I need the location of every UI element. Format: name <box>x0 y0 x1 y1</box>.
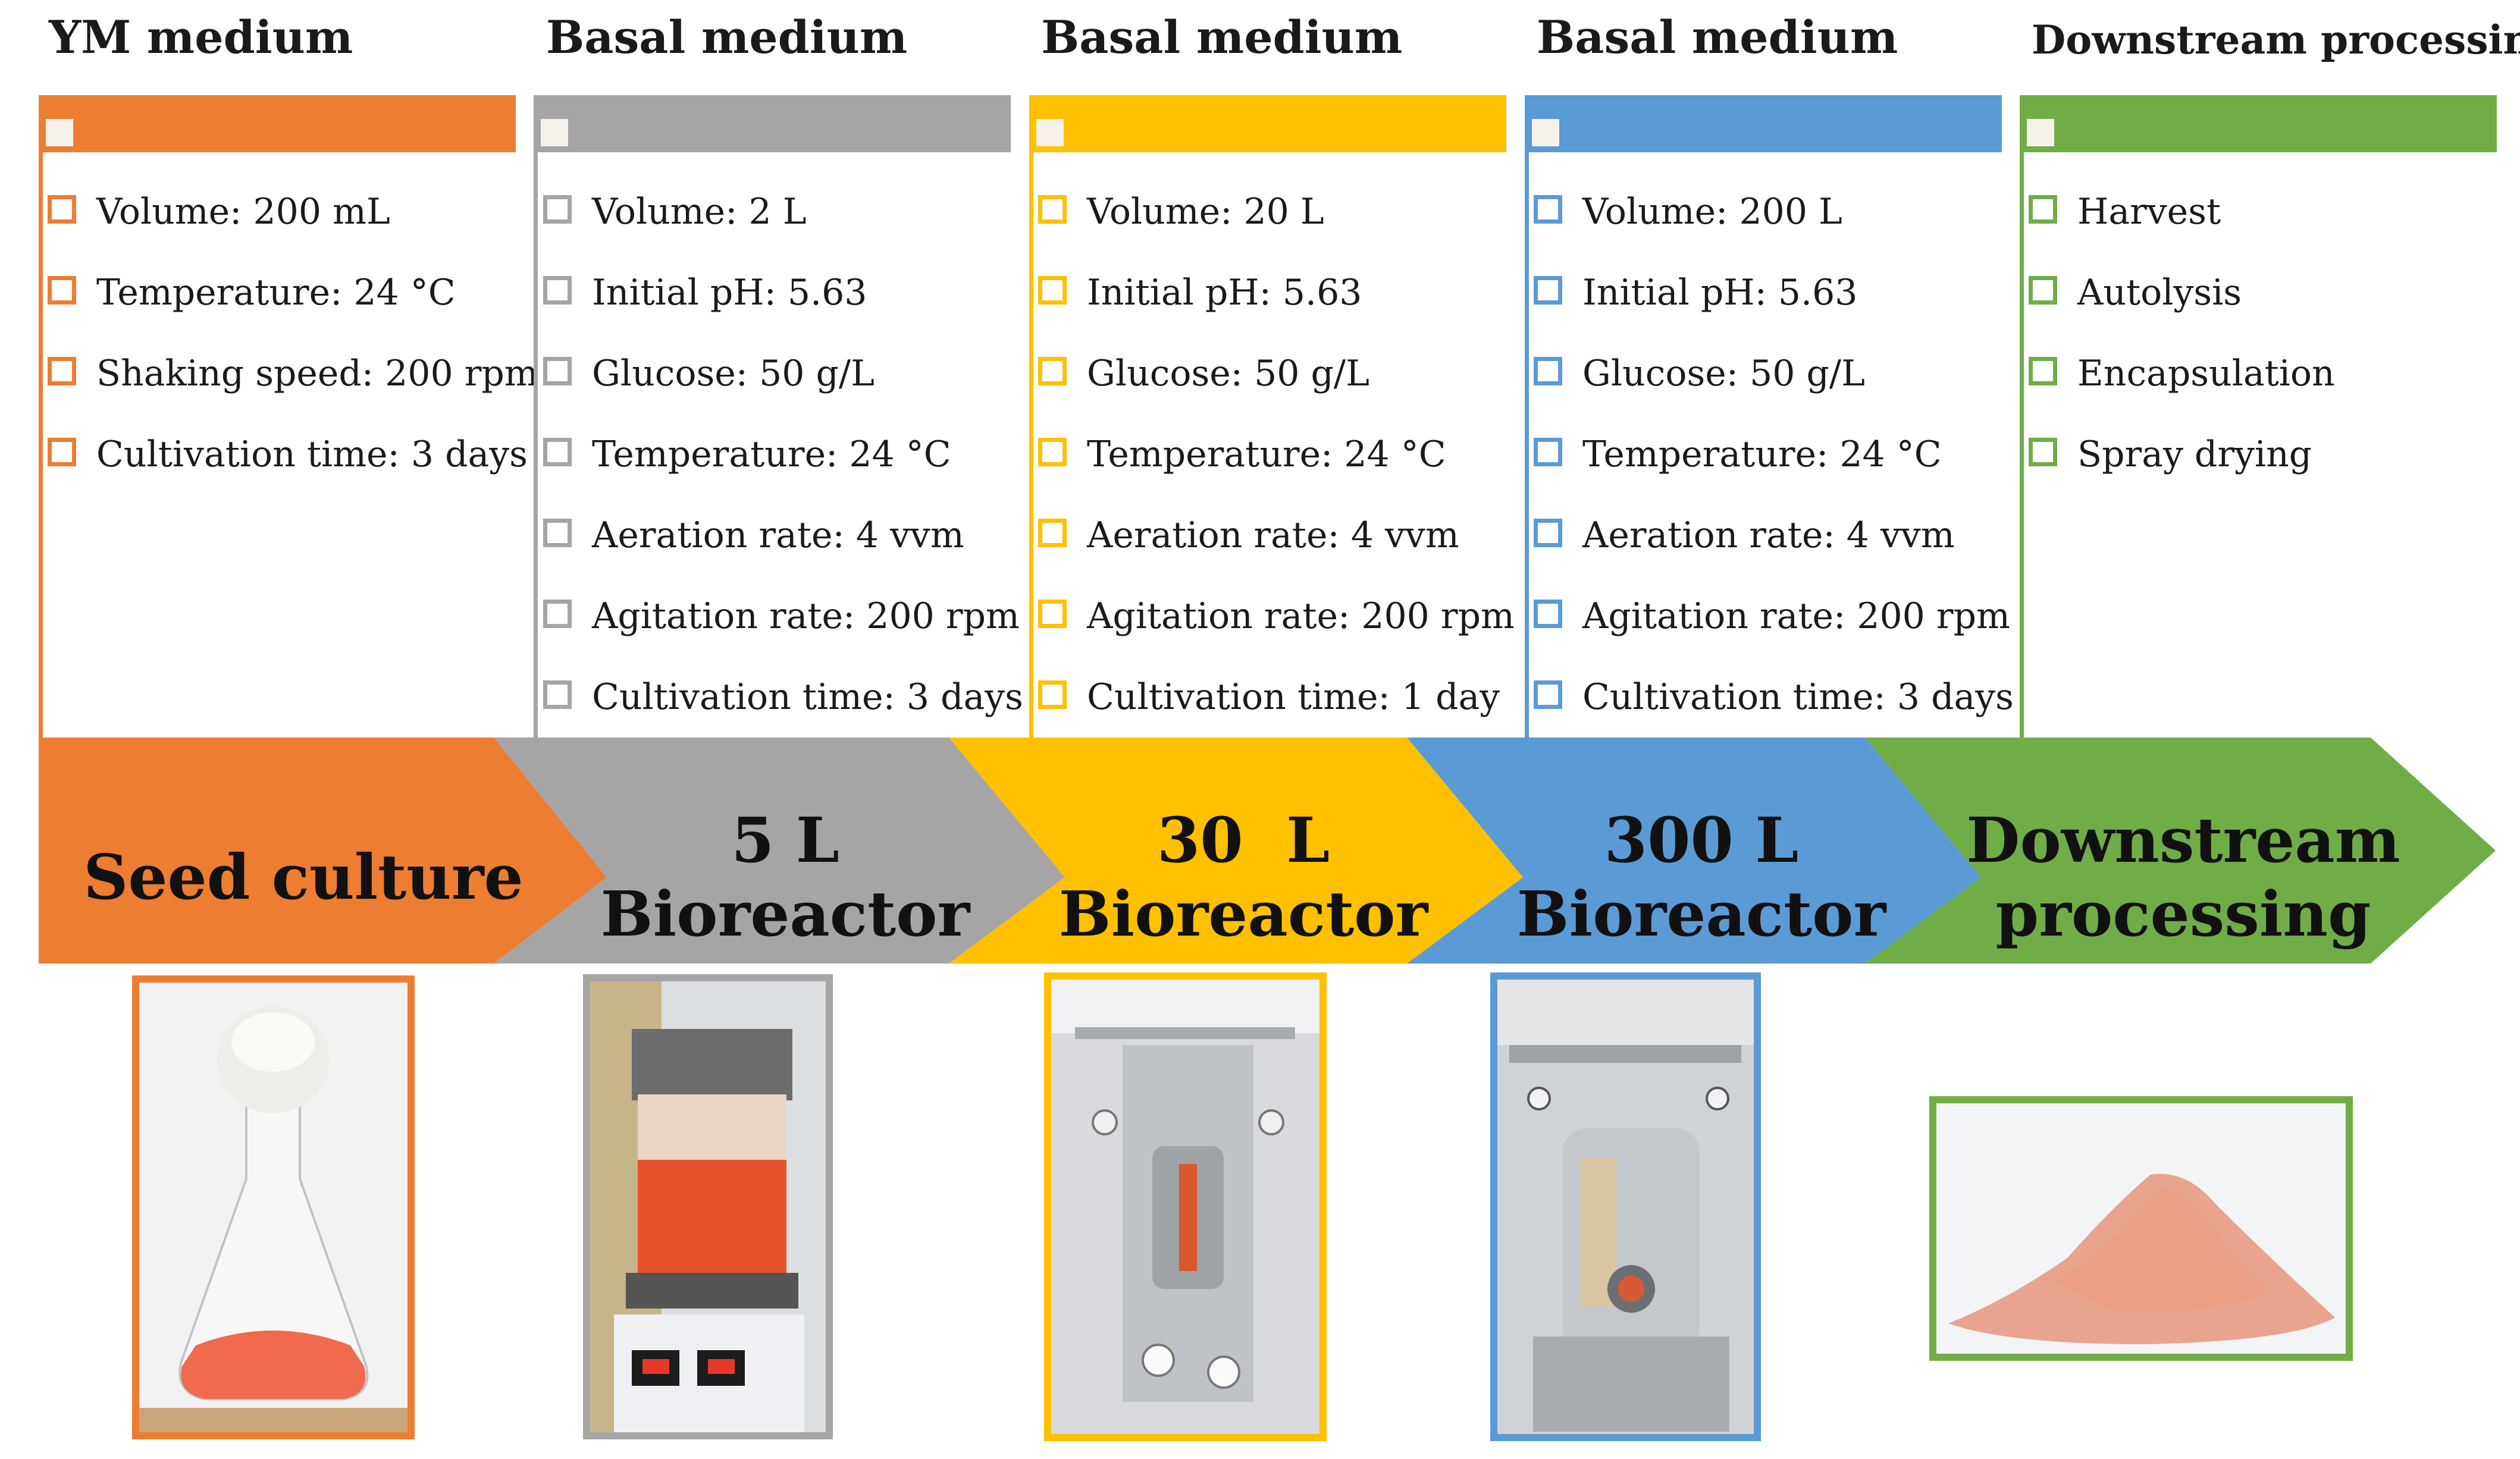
bioreactor-30l-photo <box>1044 972 1327 1441</box>
arrow-30l-bioreactor <box>949 738 1523 964</box>
checkbox-icon <box>48 438 76 466</box>
checkbox-icon <box>1038 680 1067 709</box>
list-item: Cultivation time: 1 day <box>1038 676 1515 757</box>
list-item: Temperature: 24 °C <box>48 271 538 352</box>
checkbox-icon <box>1038 600 1067 628</box>
checkbox-icon <box>543 276 572 305</box>
checkbox-icon <box>1534 276 1562 305</box>
column-rule <box>39 95 43 739</box>
list-item: Agitation rate: 200 rpm <box>1534 595 2014 676</box>
list-item: Initial pH: 5.63 <box>543 271 1023 352</box>
parameter-list: Volume: 20 L Initial pH: 5.63 Glucose: 5… <box>1038 190 1515 757</box>
checkbox-icon <box>543 438 572 466</box>
column-rule <box>534 95 538 739</box>
header-bar <box>2020 95 2497 152</box>
list-item: Temperature: 24 °C <box>1534 433 2014 514</box>
list-item: Volume: 20 L <box>1038 190 1515 271</box>
checkbox-icon <box>48 195 76 224</box>
checkbox-icon <box>543 600 572 628</box>
list-item: Aeration rate: 4 vvm <box>1038 514 1515 595</box>
header-bar <box>1525 95 2002 152</box>
medium-label: Basal medium <box>546 11 908 64</box>
checkbox-icon <box>2029 195 2057 224</box>
list-item: Initial pH: 5.63 <box>1038 271 1515 352</box>
checkbox-icon <box>1038 357 1067 385</box>
checkbox-icon <box>1534 357 1562 385</box>
checkbox-icon <box>1534 680 1562 709</box>
list-item: Shaking speed: 200 rpm <box>48 352 538 433</box>
medium-label: YM medium <box>49 11 353 64</box>
list-item: Agitation rate: 200 rpm <box>543 595 1023 676</box>
list-item: Glucose: 50 g/L <box>1534 352 2014 433</box>
list-item: Glucose: 50 g/L <box>1038 352 1515 433</box>
checkbox-icon <box>48 276 76 305</box>
checkbox-icon <box>1534 519 1562 547</box>
checkbox-icon <box>1038 438 1067 466</box>
arrow-seed-culture <box>39 738 607 964</box>
list-item: Agitation rate: 200 rpm <box>1038 595 1515 676</box>
checkbox-icon <box>543 195 572 224</box>
list-item: Aeration rate: 4 vvm <box>1534 514 2014 595</box>
checkbox-icon <box>2029 357 2057 385</box>
bioreactor-5l-photo <box>583 974 833 1439</box>
list-item: Volume: 200 mL <box>48 190 538 271</box>
list-item: Glucose: 50 g/L <box>543 352 1023 433</box>
bioreactor-300l-photo <box>1490 972 1761 1441</box>
checkbox-icon <box>543 519 572 547</box>
list-item: Spray drying <box>2029 433 2335 514</box>
checkbox-icon <box>543 680 572 709</box>
checkbox-icon <box>1038 276 1067 305</box>
list-item: Encapsulation <box>2029 352 2335 433</box>
arrow-label-seed-culture: Seed culture <box>83 840 524 914</box>
powder-photo <box>1929 1096 2353 1361</box>
checkbox-icon <box>543 357 572 385</box>
list-item: Autolysis <box>2029 271 2335 352</box>
header-bar <box>1029 95 1506 152</box>
parameter-list: Volume: 200 mL Temperature: 24 °C Shakin… <box>48 190 538 514</box>
list-item: Temperature: 24 °C <box>543 433 1023 514</box>
checkbox-icon <box>2029 438 2057 466</box>
checkbox-icon <box>1038 195 1067 224</box>
medium-label: Basal medium <box>1041 11 1403 64</box>
list-item: Temperature: 24 °C <box>1038 433 1515 514</box>
checkbox-icon <box>1038 519 1067 547</box>
checkbox-icon <box>2029 276 2057 305</box>
arrow-downstream <box>1865 738 2496 964</box>
list-item: Cultivation time: 3 days <box>543 676 1023 757</box>
parameter-list: Harvest Autolysis Encapsulation Spray dr… <box>2029 190 2335 514</box>
arrow-300l-bioreactor <box>1407 738 1981 964</box>
column-rule <box>1029 95 1033 739</box>
checkbox-icon <box>1534 438 1562 466</box>
checkbox-icon <box>48 357 76 385</box>
list-item: Volume: 2 L <box>543 190 1023 271</box>
column-rule <box>2020 95 2024 739</box>
arrow-5l-bioreactor <box>494 738 1065 964</box>
list-item: Aeration rate: 4 vvm <box>543 514 1023 595</box>
parameter-list: Volume: 2 L Initial pH: 5.63 Glucose: 50… <box>543 190 1023 757</box>
parameter-list: Volume: 200 L Initial pH: 5.63 Glucose: … <box>1534 190 2014 757</box>
list-item: Cultivation time: 3 days <box>1534 676 2014 757</box>
medium-label: Downstream processing <box>2032 17 2520 63</box>
list-item: Initial pH: 5.63 <box>1534 271 2014 352</box>
checkbox-icon <box>1534 195 1562 224</box>
list-item: Cultivation time: 3 days <box>48 433 538 514</box>
checkbox-icon <box>1534 600 1562 628</box>
list-item: Harvest <box>2029 190 2335 271</box>
header-bar <box>39 95 516 152</box>
list-item: Volume: 200 L <box>1534 190 2014 271</box>
flask-photo <box>132 975 415 1439</box>
header-bar <box>534 95 1011 152</box>
column-rule <box>1525 95 1529 739</box>
medium-label: Basal medium <box>1537 11 1898 64</box>
